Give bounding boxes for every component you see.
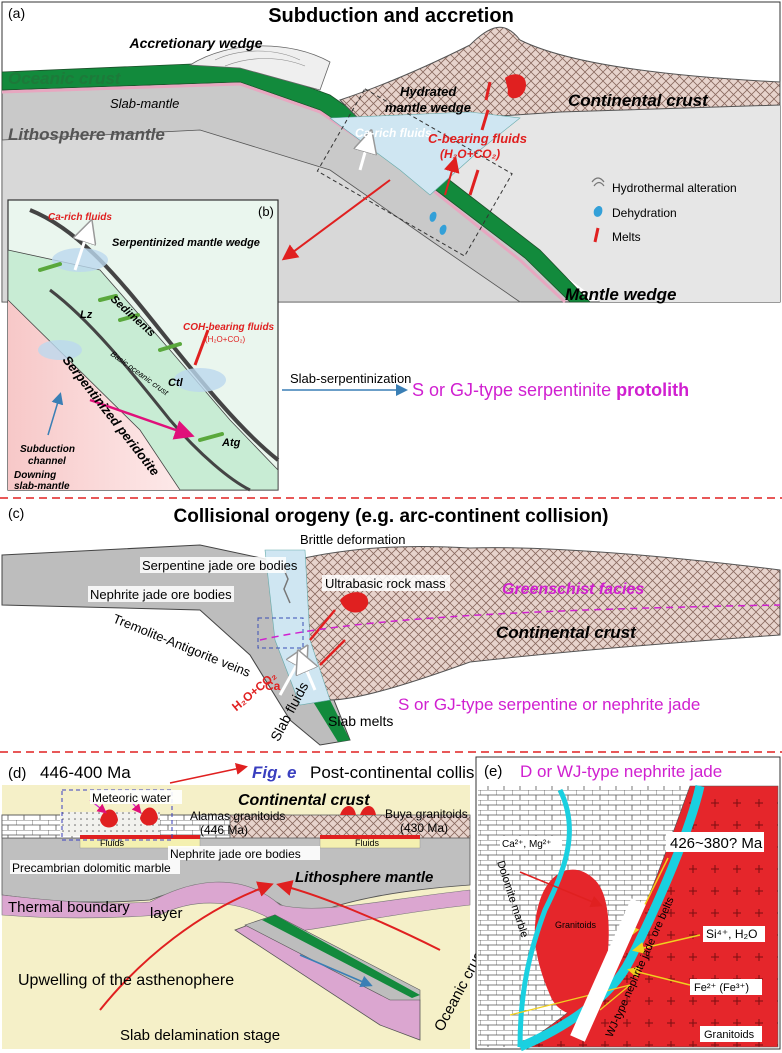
label-ultrabasic: Ultrabasic rock mass (325, 576, 446, 591)
label-fluids-1: Fluids (100, 838, 125, 848)
label-meteoric-water: Meteoric water (92, 791, 171, 805)
label-slab-mantle: Slab-mantle (110, 96, 179, 111)
label-nephrite-jade-ore: Nephrite jade ore bodies (90, 587, 232, 602)
label-age-e: 426~380? Ma (670, 835, 763, 852)
label-ca-mg: Ca²⁺, Mg²⁺ (502, 839, 551, 850)
label-greenschist: Greenschist facies (502, 581, 644, 598)
hydrothermal-icon (591, 177, 605, 187)
panel-e-letter: (e) (484, 763, 502, 780)
label-buya-1: Buya granitoids (385, 807, 468, 821)
label-ca: Ca (265, 679, 281, 693)
label-lz: Lz (80, 309, 93, 321)
label-delamination: Slab delamination stage (120, 1027, 280, 1044)
label-downing: Downing (14, 470, 56, 481)
label-oceanic-crust: Oceanic crust (8, 69, 122, 88)
label-serpentinized-mantle-wedge: Serpentinized mantle wedge (112, 237, 260, 249)
label-lithosphere-mantle: Lithosphere mantle (8, 125, 165, 144)
label-serpentine-jade: Serpentine jade ore bodies (142, 558, 298, 573)
label-c-bearing-fluids: C-bearing fluids (428, 131, 527, 146)
panel-c-letter: (c) (8, 505, 24, 521)
label-c-bearing-formula: (H₂O+CO₂) (440, 147, 500, 161)
label-fluids-2: Fluids (355, 838, 380, 848)
label-lithosphere-mantle-d: Lithosphere mantle (295, 869, 433, 886)
panel-a: (a) Subduction and accretion Accretionar… (1, 1, 781, 304)
label-granitoids-e: Granitoids (555, 920, 597, 930)
protolith-arrow-group: Slab-serpentinization S or GJ-type serpe… (282, 371, 689, 400)
label-slab-serpentinization: Slab-serpentinization (290, 371, 411, 386)
panel-d-letter: (d) (8, 765, 26, 782)
label-ctl: Ctl (168, 377, 184, 389)
label-granitoids-e2: Granitoids (704, 1029, 755, 1041)
legend-dehydration: Dehydration (612, 206, 677, 220)
label-continental-crust-c: Continental crust (496, 623, 637, 642)
panel-c: (c) Collisional orogeny (e.g. arc-contin… (1, 505, 781, 746)
melts-icon (593, 227, 600, 243)
dehydration-icon (593, 206, 603, 217)
panel-d: (d) 446-400 Ma Fig. e Post-continental c… (1, 763, 497, 1049)
label-atg: Atg (221, 437, 241, 449)
panel-b-letter: (b) (258, 204, 274, 219)
panel-a-title: Subduction and accretion (268, 5, 514, 27)
label-fig-e: Fig. e (252, 763, 296, 782)
label-upwelling: Upwelling of the asthenophere (18, 972, 234, 989)
panel-e: (e) D or WJ-type nephrite jade Ca²⁺, Mg²… (475, 756, 781, 1052)
label-protolith: S or GJ-type serpentinite protolith (412, 380, 689, 400)
panel-e-title: D or WJ-type nephrite jade (520, 762, 722, 781)
label-thermal-2: layer (150, 905, 183, 922)
label-si-h2o: Si⁴⁺, H₂O (706, 927, 758, 941)
label-ca-rich-fluids-b: Ca-rich fluids (48, 212, 112, 223)
label-coh-fluids: COH-bearing fluids (183, 322, 275, 333)
label-fe: Fe²⁺ (Fe³⁺) (694, 982, 749, 994)
label-nephrite-ore-d: Nephrite jade ore bodies (170, 847, 301, 861)
label-alamas-2: (446 Ma) (200, 823, 248, 837)
label-thermal-1: Thermal boundary (8, 899, 130, 916)
panel-c-title: Collisional orogeny (e.g. arc-continent … (174, 506, 609, 527)
label-slab-mantle-b: slab-mantle (14, 481, 70, 492)
label-accretionary-wedge: Accretionary wedge (128, 35, 262, 51)
label-mantle-wedge: Mantle wedge (565, 285, 676, 304)
label-hydrated: Hydrated (400, 84, 457, 99)
label-brittle-deformation: Brittle deformation (300, 532, 406, 547)
panel-b: (b) Ca-rich fluids Serpentinized mantle … (7, 199, 280, 492)
label-alamas-1: Alamas granitoids (190, 809, 285, 823)
label-buya-2: (430 Ma) (400, 821, 448, 835)
legend-hydrothermal: Hydrothermal alteration (612, 181, 737, 195)
label-ca-rich-fluids-a: Ca-rich fluids (355, 126, 432, 140)
panel-a-letter: (a) (8, 5, 25, 21)
label-continental-crust-d: Continental crust (238, 792, 370, 809)
label-channel: channel (28, 456, 66, 467)
label-continental-crust-a: Continental crust (568, 91, 709, 110)
label-mantle-wedge-hydrated: mantle wedge (385, 100, 471, 115)
legend-melts: Melts (612, 230, 641, 244)
label-jade-result: S or GJ-type serpentine or nephrite jade (398, 695, 700, 714)
label-post-collision: Post-continental collision (310, 763, 497, 782)
label-coh-formula: (H₂O+CO₂) (205, 335, 246, 344)
label-age-d: 446-400 Ma (40, 763, 131, 782)
label-marble: Precambrian dolomitic marble (12, 861, 171, 875)
label-subduction: Subduction (20, 444, 75, 455)
label-slab-melts: Slab melts (328, 713, 393, 729)
